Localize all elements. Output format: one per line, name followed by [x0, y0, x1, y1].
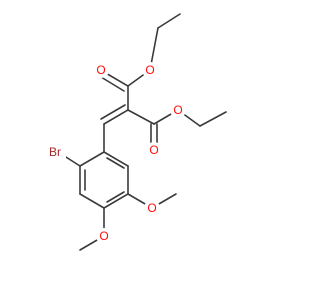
bond-upper-ethyl-ch3 [157, 13, 181, 29]
bond-upper-carbonyl-b [100, 76, 125, 92]
atom-label-o-upper-carbonyl: O [96, 63, 105, 77]
atom-label-o-lower-ester: O [173, 103, 182, 117]
bonds [57, 13, 227, 251]
atom-label-o-upper-ester: O [145, 63, 154, 77]
bond-alkene-a [103, 109, 129, 125]
bond-lower-ch2-ch3 [199, 111, 227, 127]
atom-br: Br [44, 144, 66, 160]
bond-alkene-b [100, 104, 126, 120]
atom-o-lower-carbonyl: O [146, 142, 162, 158]
bond-alkene-lower-c [127, 109, 155, 125]
atom-o-upper-carbonyl: O [93, 62, 109, 78]
bond-ring-inner-6-1 [106, 157, 125, 169]
atom-o-lower-ester: O [170, 102, 186, 118]
atom-labels: O O O O Br O O [44, 62, 186, 244]
atom-label-o-methoxy-5: O [147, 201, 156, 215]
atom-o-upper-ester: O [142, 62, 158, 78]
structure-diagram: O O O O Br O O [44, 13, 227, 251]
atom-o-methoxy-5: O [144, 200, 160, 216]
bond-ring-6-1 [103, 151, 129, 167]
bond-ring-inner-4-5 [106, 191, 125, 203]
atom-label-br: Br [49, 145, 61, 159]
atom-label-o-methoxy-4: O [99, 229, 108, 243]
molecule-svg: O O O O Br O O [44, 13, 227, 251]
atom-o-methoxy-4: O [96, 228, 112, 244]
bond-ring-1-2 [79, 151, 105, 167]
bond-ring-3-4 [79, 193, 105, 209]
atom-label-o-lower-carbonyl: O [149, 143, 158, 157]
bond-ring-4-5 [103, 193, 129, 209]
bond-upper-carbonyl-a [103, 71, 129, 87]
